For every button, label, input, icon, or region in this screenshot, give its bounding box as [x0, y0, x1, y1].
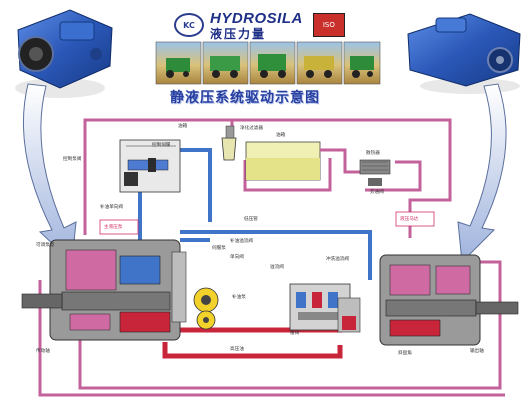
- harvester-photo-strip: [155, 41, 381, 85]
- right-motor-photo: [407, 13, 521, 94]
- brand-name-cn: 液压力量: [210, 26, 267, 41]
- hydraulic-motor: [379, 254, 519, 346]
- label-cooler: 散热器: [366, 151, 380, 156]
- label-pump-unit: 伺服泵: [212, 246, 226, 251]
- shuttle-valve-block: [337, 297, 361, 333]
- label-charge-relief: 补油溢流阀: [230, 239, 253, 244]
- label-shuttle: 梭阀: [290, 331, 300, 336]
- label-control-valve: 控制伺服: [152, 143, 171, 148]
- label-reservoir-top: 油箱: [178, 124, 188, 129]
- diagram-title: 静液压系统驱动示意图: [170, 90, 320, 106]
- label-check-valves: 补油单向阀: [100, 205, 123, 210]
- label-motor-swash: 斜盘角: [398, 351, 412, 356]
- brand-name-en: HYDROSILA: [210, 9, 303, 27]
- label-filter: 净化过滤器: [240, 126, 263, 131]
- variable-pump: [21, 239, 187, 341]
- oil-tank: [245, 141, 321, 181]
- motor-label-box: [395, 211, 435, 227]
- label-input-shaft: 传动轴: [36, 349, 50, 354]
- label-tank: 油箱: [276, 133, 286, 138]
- brand-header: KC HYDROSILA 液压力量 ISO: [174, 11, 345, 40]
- label-charge-pump: 补油泵: [232, 295, 246, 300]
- charge-pump-gears: [193, 287, 219, 330]
- control-valve-box: [119, 139, 181, 193]
- certification-badge: ISO: [312, 13, 345, 37]
- label-low-pressure: 低压管: [244, 217, 258, 222]
- label-high-press: 高压油: [230, 347, 244, 352]
- left-flow-arrow: [22, 83, 77, 264]
- company-logo: KC: [174, 13, 204, 37]
- label-variable-pump: 可调泵量: [36, 243, 55, 248]
- cooler-unit: [320, 148, 391, 186]
- brand-text: HYDROSILA 液压力量: [210, 11, 303, 40]
- right-flow-arrow: [457, 83, 507, 264]
- label-bypass: 旁通阀: [370, 190, 384, 195]
- label-output-shaft: 输出轴: [470, 349, 484, 354]
- label-flush-relief: 冲洗溢流阀: [326, 257, 349, 262]
- label-relief: 溢流阀: [270, 265, 284, 270]
- label-right-box: 液压马达: [400, 217, 419, 222]
- label-check-valve: 单向阀: [230, 255, 244, 260]
- label-pump-control: 控制泵阀: [63, 157, 82, 162]
- label-left-box: 主液压泵: [104, 225, 123, 230]
- filter-unit: [221, 125, 237, 161]
- pump-label-box: [99, 219, 139, 235]
